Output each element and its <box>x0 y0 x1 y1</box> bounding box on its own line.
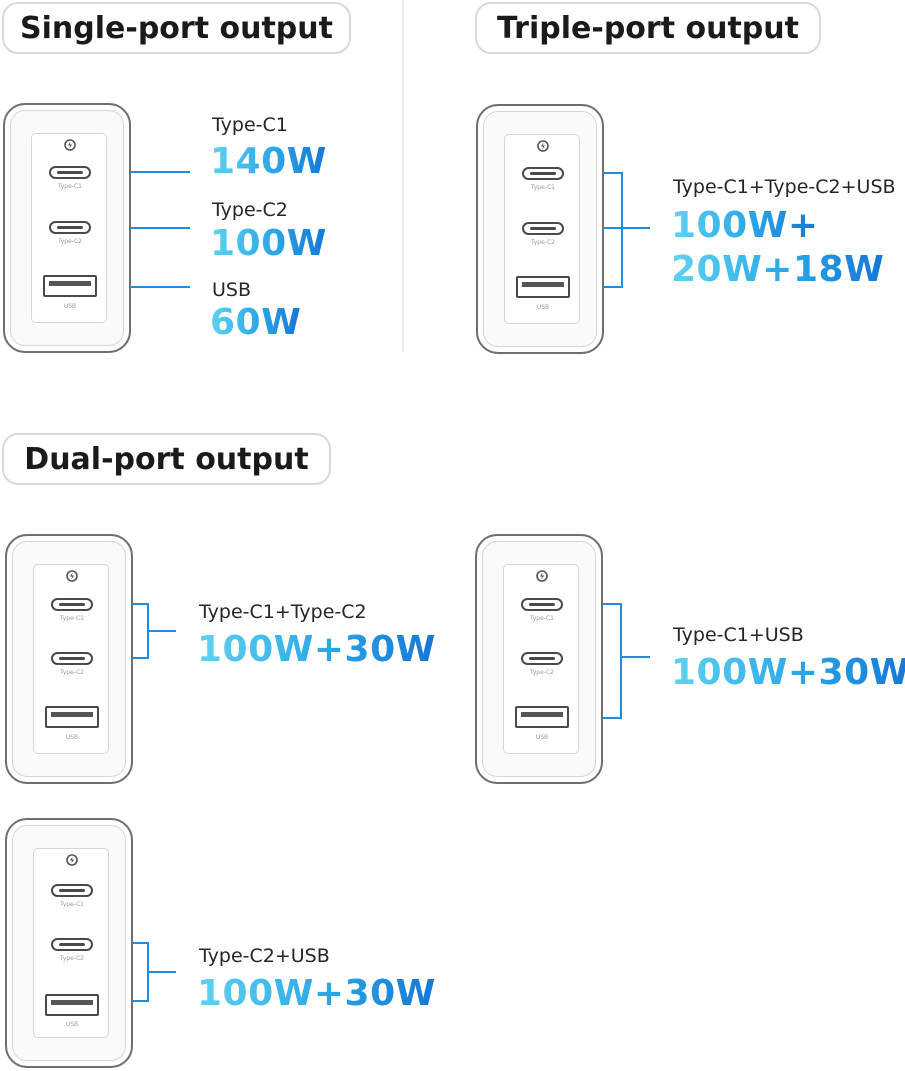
section-divider <box>402 0 404 352</box>
port-label-c2: Type-C2 <box>531 239 555 246</box>
type-c-port-icon <box>51 598 93 611</box>
port-label-usb: USB <box>65 734 79 741</box>
port-label-c2: Type-C2 <box>58 238 82 245</box>
charger-dual-3: Type-C1 Type-C2 USB <box>5 818 133 1068</box>
port-plate: Type-C1 Type-C2 USB <box>33 564 109 754</box>
type-c-port-icon <box>521 598 563 611</box>
port-label-usb: USB <box>65 1021 79 1028</box>
charger-dual-1: Type-C1 Type-C2 USB <box>5 534 133 784</box>
triple-power-line2: 20W+18W <box>671 249 885 290</box>
charger-logo-icon <box>537 140 549 152</box>
port-label-c2: Type-C2 <box>60 955 84 962</box>
single-c1-power: 140W <box>210 141 327 182</box>
dual-1-label: Type-C1+Type-C2 <box>199 601 367 623</box>
single-port-title: Single-port output <box>2 2 351 54</box>
usb-a-port-icon <box>516 276 570 298</box>
triple-power-line1: 100W+ <box>671 205 819 246</box>
port-label-c2: Type-C2 <box>530 669 554 676</box>
charger-logo-icon <box>536 570 548 582</box>
usb-a-port-icon <box>45 706 99 728</box>
type-c-port-icon <box>49 221 91 234</box>
port-plate: Type-C1 Type-C2 USB <box>503 564 579 754</box>
type-c-port-icon <box>51 884 93 897</box>
charger-logo-icon <box>66 854 78 866</box>
port-label-usb: USB <box>535 734 549 741</box>
charger-single: Type-C1 Type-C2 USB <box>3 103 131 353</box>
dual-2-label: Type-C1+USB <box>673 624 804 646</box>
port-label-c1: Type-C1 <box>531 184 555 191</box>
port-label-c1: Type-C1 <box>60 615 84 622</box>
port-plate: Type-C1 Type-C2 USB <box>504 134 580 324</box>
usb-a-port-icon <box>43 275 97 297</box>
usb-a-port-icon <box>45 994 99 1016</box>
usb-a-port-icon <box>515 706 569 728</box>
single-c2-label: Type-C2 <box>212 199 288 221</box>
charger-logo-icon <box>66 570 78 582</box>
port-label-c2: Type-C2 <box>60 669 84 676</box>
dual-3-label: Type-C2+USB <box>199 945 330 967</box>
port-label-c1: Type-C1 <box>530 615 554 622</box>
type-c-port-icon <box>522 222 564 235</box>
single-c1-label: Type-C1 <box>212 114 288 136</box>
port-label-c1: Type-C1 <box>60 901 84 908</box>
port-label-usb: USB <box>63 303 77 310</box>
charger-logo-icon <box>64 139 76 151</box>
triple-label: Type-C1+Type-C2+USB <box>673 176 896 198</box>
single-usb-label: USB <box>212 279 252 301</box>
dual-2-power: 100W+30W <box>671 651 905 695</box>
type-c-port-icon <box>49 166 91 179</box>
port-plate: Type-C1 Type-C2 USB <box>33 848 109 1038</box>
charger-triple: Type-C1 Type-C2 USB <box>476 104 604 354</box>
port-plate: Type-C1 Type-C2 USB <box>31 133 107 323</box>
single-c2-power: 100W <box>210 223 327 264</box>
port-label-usb: USB <box>536 304 550 311</box>
type-c-port-icon <box>51 652 93 665</box>
dual-1-power: 100W+30W <box>197 629 436 670</box>
single-usb-power: 60W <box>210 302 302 343</box>
dual-3-power: 100W+30W <box>197 973 436 1014</box>
charger-dual-2: Type-C1 Type-C2 USB <box>475 534 603 784</box>
dual-port-title: Dual-port output <box>2 433 331 485</box>
type-c-port-icon <box>51 938 93 951</box>
type-c-port-icon <box>521 652 563 665</box>
port-label-c1: Type-C1 <box>58 183 82 190</box>
type-c-port-icon <box>522 167 564 180</box>
triple-port-title: Triple-port output <box>475 2 821 54</box>
